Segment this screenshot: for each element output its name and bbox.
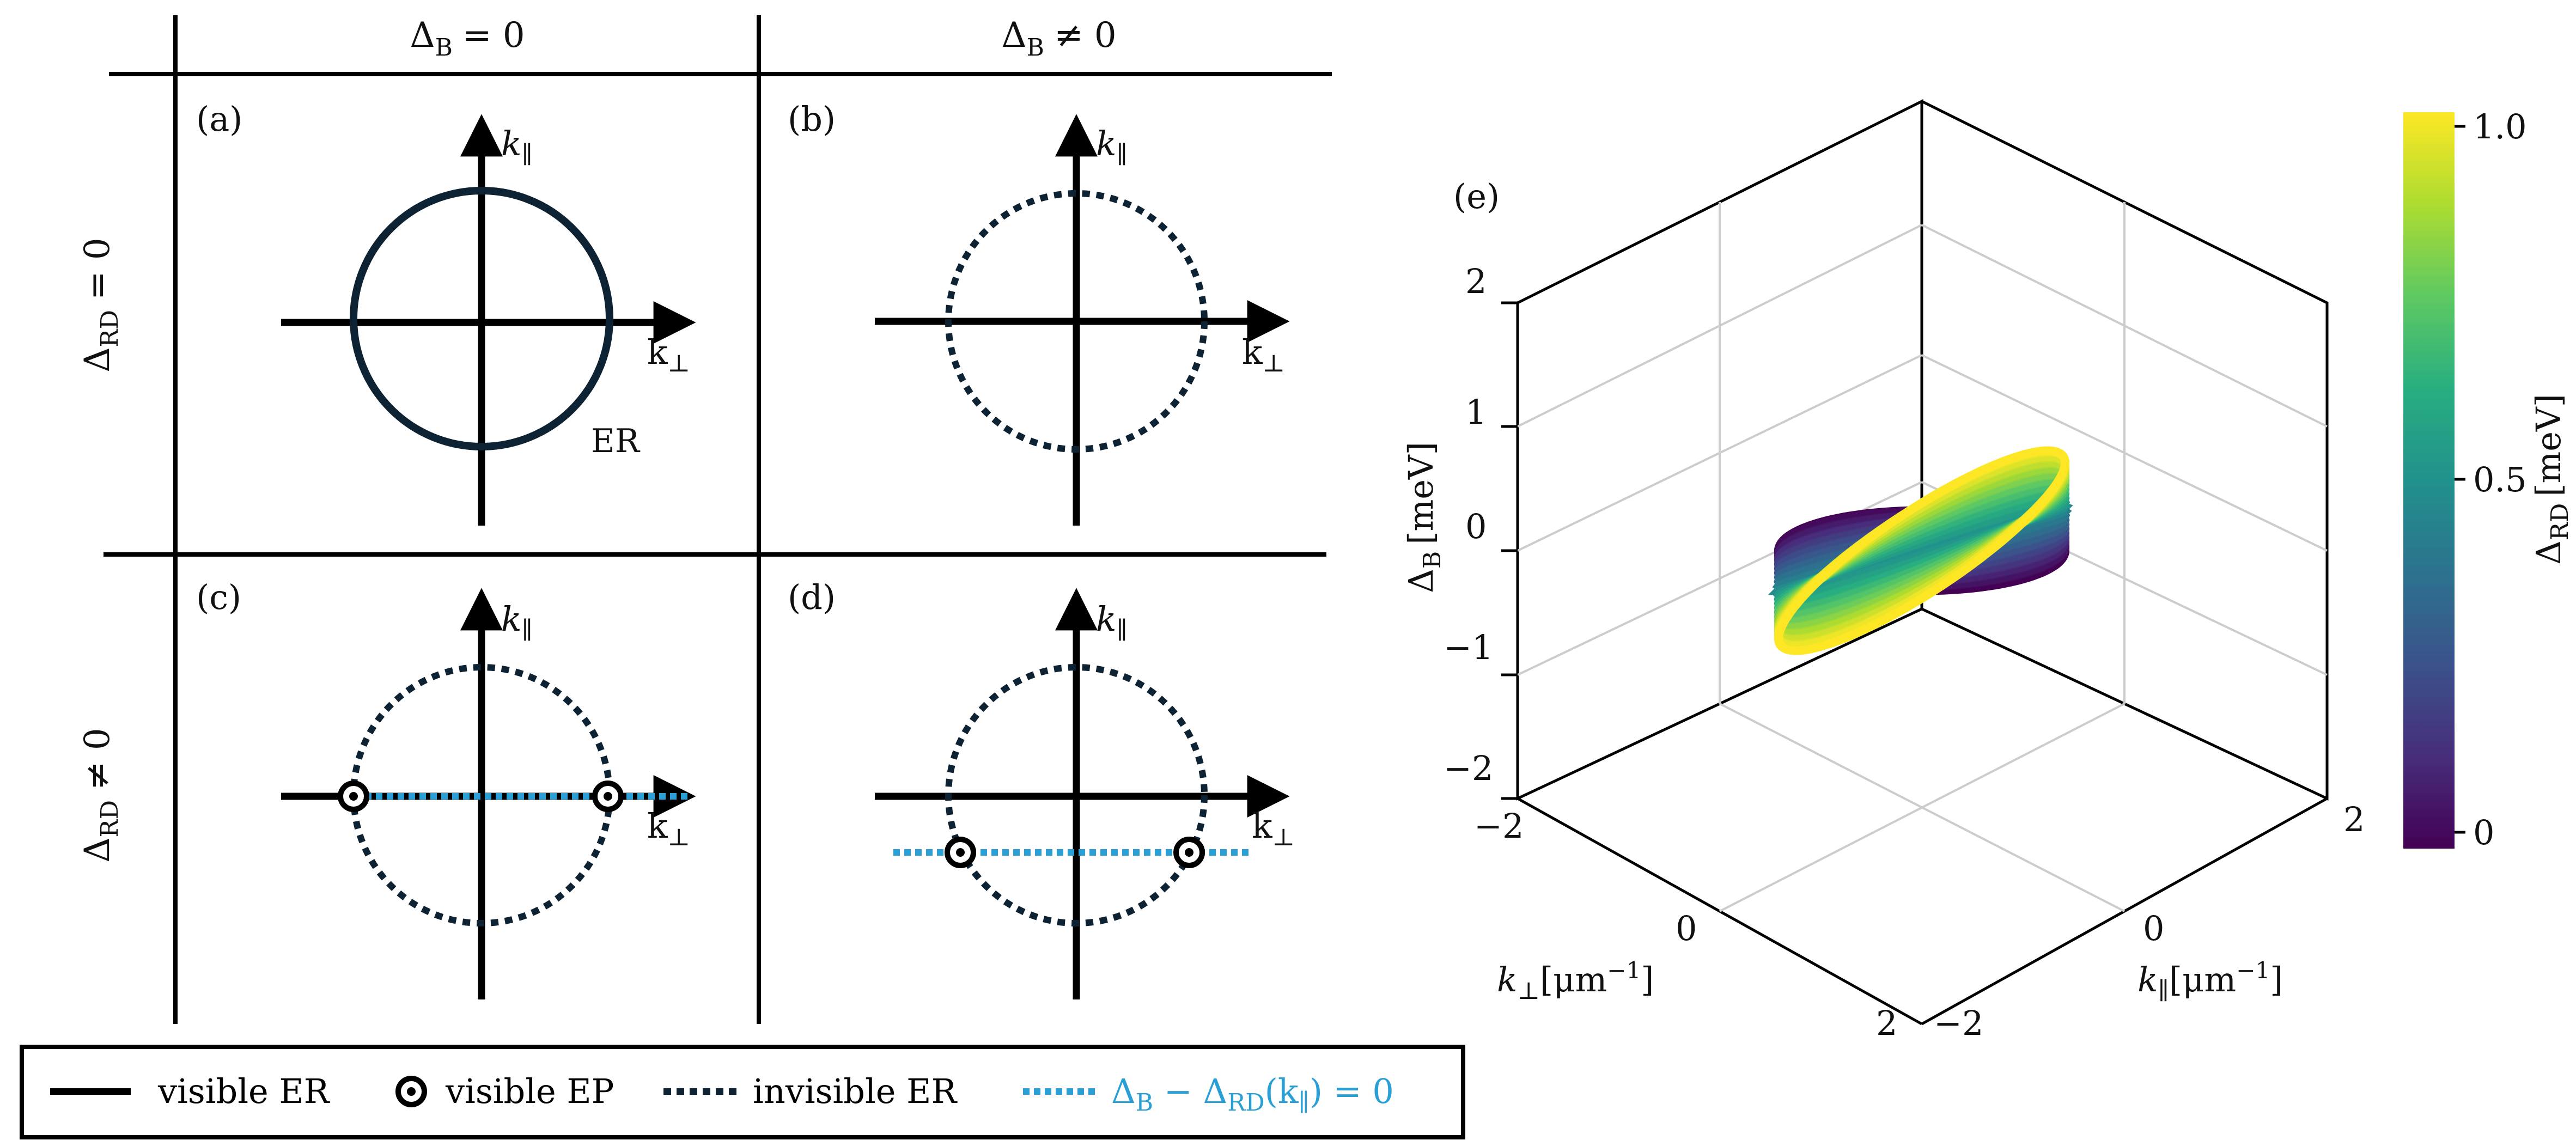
axis-v-label: k∥ (1096, 599, 1128, 644)
ep-point (945, 837, 976, 868)
row-header-2: ΔRD≠ 0 (77, 728, 124, 862)
z-axis-label: ΔB[meV] (1401, 442, 1446, 593)
panel-label: (b) (788, 99, 836, 139)
colorbar: 1.0 0.5 0 ΔRD[meV] (2403, 107, 2574, 852)
z-tick-label: −2 (1444, 748, 1493, 788)
colorbar-gradient (2403, 112, 2455, 849)
y-axis-label: k∥[μm−1] (2137, 957, 2283, 1005)
er-annotation: ER (591, 422, 641, 460)
z-tick-label: 2 (1465, 261, 1487, 301)
x-tick-label: 2 (1876, 1003, 1897, 1043)
axis-v-label: k∥ (501, 599, 533, 644)
legend-label-invisible-er: invisible ER (753, 1071, 958, 1111)
legend-swatch-point (395, 1076, 427, 1107)
ep-point (592, 781, 624, 812)
axis-v-label: k∥ (1096, 124, 1128, 169)
x-tick-label: 0 (1676, 909, 1697, 948)
colorbar-tick: 0.5 (2473, 460, 2527, 499)
ep-point (1173, 837, 1205, 868)
pane-gridlines (1517, 202, 2328, 912)
z-tick-label: 0 (1465, 507, 1487, 546)
legend-label-visible-er: visible ER (157, 1071, 331, 1111)
panel-d: (d) k∥ k⊥ (788, 577, 1295, 999)
axis-h-label: k⊥ (1242, 332, 1285, 377)
legend-label-ep-condition: ΔB − ΔRD(k∥) = 0 (1111, 1071, 1394, 1117)
colorbar-tick: 0 (2473, 813, 2494, 852)
axis-h-label: k⊥ (647, 806, 690, 851)
z-tick-label: −1 (1444, 627, 1493, 667)
z-tick-label: 1 (1465, 392, 1487, 432)
legend-label-visible-ep: visible EP (445, 1071, 614, 1111)
y-tick-label: 0 (2143, 909, 2164, 948)
grid-lines (103, 15, 1332, 1024)
panel-label: (a) (196, 99, 242, 139)
surface-ring (1774, 446, 2070, 655)
panel-b: (b) k∥ k⊥ (788, 99, 1290, 526)
panel-a: (a) k∥ k⊥ ER (196, 99, 696, 526)
invisible-er-circle (945, 664, 1208, 926)
invisible-er-circle (945, 190, 1208, 453)
col-header-2: ΔB≠ 0 (1001, 15, 1116, 62)
ep-point (338, 781, 369, 812)
y-tick-label: 2 (2343, 800, 2365, 839)
panel-label: (e) (1453, 176, 1500, 216)
legend-frame (20, 1045, 1465, 1139)
row-header-1: ΔRD= 0 (77, 237, 124, 372)
axis-v-label: k∥ (501, 124, 533, 169)
surface-scatter (1768, 446, 2073, 655)
axis-h-label: k⊥ (647, 332, 690, 377)
x-axis-label: k⊥[μm−1] (1497, 957, 1654, 1005)
visible-er-circle (350, 187, 613, 450)
panel-label: (d) (788, 577, 836, 617)
panel-c: (c) k∥ k⊥ (196, 577, 696, 999)
y-tick-label: −2 (1934, 1003, 1983, 1043)
axis-h-label: k⊥ (1252, 806, 1295, 851)
legend: visible ER visible EP invisible ER ΔB − … (20, 1045, 1465, 1139)
z-axis-ticks (1501, 301, 1518, 800)
panel-e: (e) (1401, 99, 2574, 1043)
colorbar-label: ΔRD[meV] (2529, 394, 2574, 565)
colorbar-tick: 1.0 (2473, 107, 2527, 147)
col-header-1: ΔB= 0 (410, 15, 525, 62)
panel-label: (c) (196, 577, 241, 617)
x-tick-label: −2 (1474, 806, 1524, 846)
